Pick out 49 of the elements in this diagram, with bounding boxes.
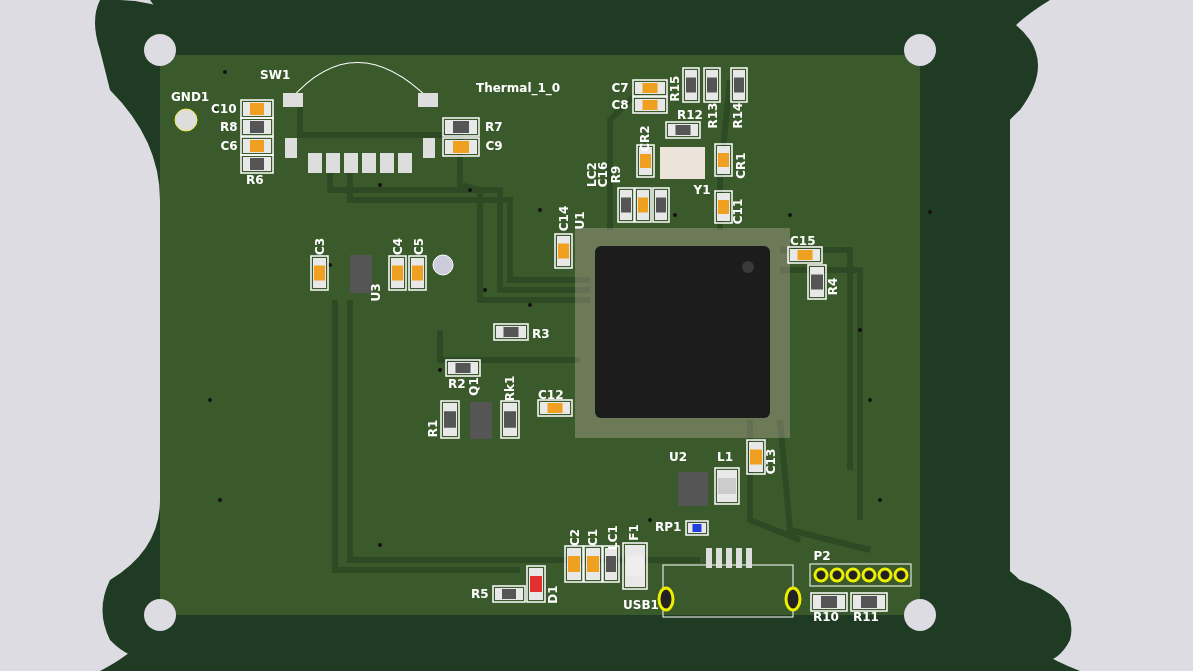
reference-designator: C4	[391, 237, 405, 255]
reference-designator: C6	[220, 139, 238, 153]
reference-designator: P2	[813, 549, 831, 563]
reference-designator: R13	[707, 102, 721, 128]
reference-designator: C15	[790, 234, 816, 248]
reference-designator: C1	[586, 528, 600, 546]
reference-designator: C14	[558, 205, 572, 231]
reference-designator: L1	[717, 450, 733, 464]
reference-designator: R15	[669, 75, 683, 101]
reference-designator: C3	[313, 237, 327, 255]
reference-designator: CR1	[734, 151, 748, 179]
reference-designator: C7	[611, 81, 629, 95]
reference-designator: U3	[369, 282, 383, 302]
reference-designator: LC1	[606, 524, 620, 550]
reference-designator: SW1	[260, 68, 291, 82]
reference-designator: RP1	[655, 520, 682, 534]
reference-designator: U2	[669, 450, 688, 464]
reference-designator: R2	[448, 377, 466, 391]
reference-designator: C5	[412, 237, 426, 255]
board-name: Thermal_1_0	[476, 81, 561, 95]
reference-designator: R5	[471, 587, 489, 601]
reference-designator: C12	[538, 388, 564, 402]
reference-designator: Y1	[693, 183, 711, 197]
reference-designator: R11	[853, 610, 879, 624]
reference-designator: F1	[627, 523, 641, 541]
reference-designator: R14	[732, 102, 746, 128]
reference-designator: R12	[677, 108, 703, 122]
reference-designator: C11	[732, 198, 746, 224]
reference-designator: R1	[427, 419, 441, 437]
reference-designator: D1	[546, 584, 560, 604]
reference-designator: Q1	[467, 376, 481, 396]
reference-designator: C8	[611, 98, 629, 112]
reference-designator: C16	[597, 161, 611, 187]
reference-designator: C9	[485, 139, 503, 153]
reference-designator: C2	[568, 528, 582, 546]
reference-designator: R9	[610, 165, 624, 183]
reference-designator: R3	[532, 327, 550, 341]
reference-designator: GND1	[171, 90, 210, 104]
reference-designator: R10	[813, 610, 839, 624]
reference-designator: R6	[246, 173, 264, 187]
reference-designator: C13	[765, 448, 779, 474]
reference-designator: R8	[220, 120, 238, 134]
reference-designator: U1	[573, 210, 587, 230]
reference-designator: C10	[211, 102, 237, 116]
reference-designator: USB1	[623, 598, 659, 612]
reference-designator: R4	[827, 277, 841, 295]
reference-designator: R7	[485, 120, 503, 134]
reference-designator: Rk1	[504, 375, 518, 401]
reference-designator: LC2	[585, 161, 599, 187]
